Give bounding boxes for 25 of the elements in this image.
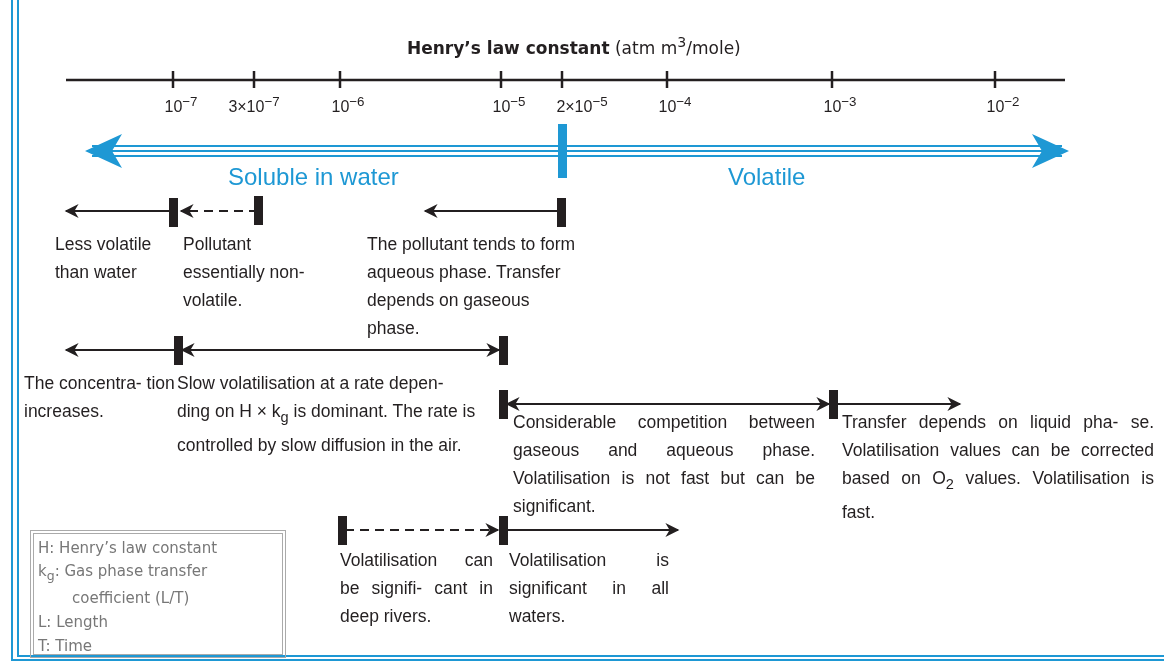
tick-label: 10$^{−3}$ xyxy=(822,93,858,118)
description-text: Less volatile than water xyxy=(55,233,153,284)
key-box xyxy=(30,530,286,658)
description-text: The concentra- tion increases. xyxy=(24,372,176,423)
tick-label: 10$^{−6}$ xyxy=(330,93,366,118)
axis-title: Henry’s law constant (atm m$^{3}$/mole) xyxy=(407,33,741,59)
description-text: Considerable competition between gaseous and aqueous phase. Volatilisation is not fast but can be significant. xyxy=(513,411,815,518)
tick-label: 10$^{−4}$ xyxy=(657,93,693,118)
region-label: Volatile xyxy=(728,162,806,192)
description-text: Volatilisation can be signifi- cant in deep rivers. xyxy=(340,549,493,628)
tick-label: 10$^{−7}$ xyxy=(163,93,199,118)
tick-label: 2×10$^{−5}$ xyxy=(555,93,609,118)
tick-label: 3×10$^{−7}$ xyxy=(227,93,281,118)
description-text: Transfer depends on liquid pha- se. Volatilisation values can be corrected based on O$_{2}$ values. Volatilisation is fast. xyxy=(842,411,1154,524)
key-entry: H: Henry’s law constant xyxy=(38,538,219,559)
description-text: Pollutant essentially non- volatile. xyxy=(183,233,306,312)
tick-label: 10$^{−5}$ xyxy=(491,93,527,118)
description-text: Volatilisation is significant in all waters. xyxy=(509,549,669,628)
key-entry: k$_{g}$: Gas phase transfer coefficient (L/T) xyxy=(38,561,209,609)
region-label: Soluble in water xyxy=(228,162,399,192)
key-entry: T: Time xyxy=(38,636,94,654)
description-text: The pollutant tends to form aqueous phase. Transfer depends on gaseous phase. xyxy=(367,233,577,340)
description-text: Slow volatilisation at a rate depen- ding on H × k$_{g}$ is dominant. The rate is controlled by slow diffusion in the air. xyxy=(177,372,477,457)
tick-label: 10$^{−2}$ xyxy=(985,93,1021,118)
key-entry: L: Length xyxy=(38,612,109,633)
